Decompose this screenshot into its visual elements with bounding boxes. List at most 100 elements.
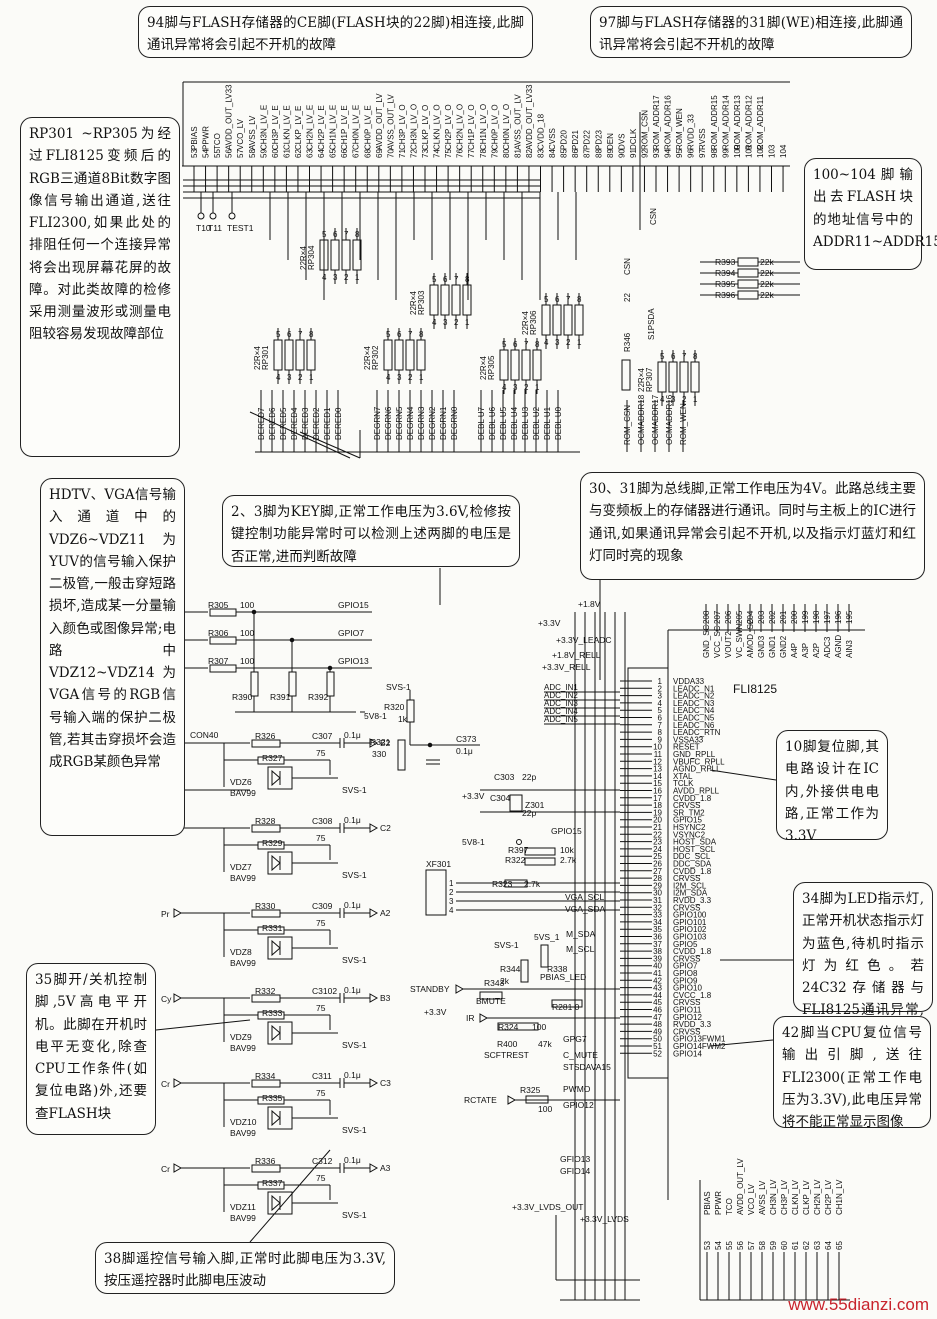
r338-ref: R338 (547, 964, 568, 974)
resistor-pack-element (541, 304, 551, 336)
left-pin-number: 17 (653, 794, 662, 803)
bottom-pin-number: 62 (802, 1241, 811, 1250)
bottom-pin-name: CH2P_LV (824, 1179, 833, 1215)
video-input-label: Cr (161, 1079, 170, 1089)
top-pin-name: CLKN_LV_O (433, 104, 442, 150)
left-pin-name: GPIO103 (673, 933, 707, 942)
diode-symbol (271, 769, 281, 787)
r344 (520, 959, 529, 983)
left-pin-number: 24 (653, 845, 662, 854)
top-pin-name: AVDD_OUT_LV33 (525, 84, 534, 150)
left-pin-name: I2M_SCL (673, 881, 707, 890)
red-bus-label: DERED7 (257, 407, 266, 440)
term-res-ref: R329 (262, 838, 283, 848)
rp-pin: 7 (408, 330, 413, 339)
r281-ref: R281 0 (552, 1002, 580, 1012)
rp-pin: 4 (322, 273, 327, 282)
left-pin-number: 4 (658, 699, 663, 708)
diode-part: BAV99 (230, 958, 256, 968)
top-pin-name: CH2N_LV_O (456, 104, 465, 150)
rtop-pin-number: 199 (801, 610, 810, 624)
gpio15-label: GPIO15 (551, 826, 582, 836)
diode-part: BAV99 (230, 788, 256, 798)
r322-ref: R322 (505, 855, 526, 865)
left-pin-number: 23 (653, 838, 662, 847)
bottom-pin-name: CH2N_LV (813, 1179, 822, 1215)
video-res-ref: R332 (255, 986, 276, 996)
video-cap-value: 0.1μ (344, 1155, 361, 1165)
left-pin-number: 34 (653, 918, 662, 927)
rtop-pin-number: 207 (713, 610, 722, 624)
input-res-value: 100 (240, 600, 254, 610)
rp-pin: 2 (298, 373, 303, 382)
red-bus-label: DERED5 (279, 407, 288, 440)
rp-pin: 6 (333, 230, 338, 239)
top-pin-name: DCLK (629, 128, 638, 150)
lvds-out: +3.3V_LVDS_OUT (512, 1202, 583, 1212)
r400-value: 47k (538, 1039, 552, 1049)
adc-label: ADC_IN2 (544, 691, 578, 700)
left-pin-name: I2M_SDA (673, 889, 708, 898)
bottom-pin-number: 54 (714, 1241, 723, 1250)
video-resistor (251, 1164, 281, 1173)
input-resistor (209, 636, 237, 645)
diode-symbol (271, 1194, 281, 1212)
top-pin-name: CLKP_LV_O (421, 105, 430, 150)
left-pin-name: CVDD_1.8 (673, 947, 712, 956)
top-pin-number: 55 (213, 149, 222, 158)
resistor-pack-element (521, 349, 531, 381)
c-mute-label: C_MUTE (563, 1050, 598, 1060)
input-res-ref: R307 (208, 656, 229, 666)
top-pin-name: AVSS_LV (248, 115, 257, 150)
addr-resistor (737, 290, 759, 300)
blue-bus-label: DEBL U2 (532, 406, 541, 440)
rp-pin: 4 (502, 383, 507, 392)
rp-pin: 1 (577, 338, 582, 347)
video-res-ref: R334 (255, 1071, 276, 1081)
red-bus-label: DERED1 (323, 407, 332, 440)
diode-symbol (271, 1024, 281, 1042)
left-pin-name: AVDD_RPLL (673, 787, 720, 796)
left-pin-name: LEADC_N6 (673, 721, 715, 730)
blue-bus-label: DEBL U0 (554, 406, 563, 440)
left-pin-name: GPIO100 (673, 911, 707, 920)
top-pin-number: 100 (733, 144, 742, 158)
rtop-pin-name: ADC3 (823, 636, 832, 658)
diode-symbol (271, 854, 281, 872)
input-out-net: GPIO7 (338, 628, 364, 638)
left-pin-name: LEADC_RTN (673, 728, 721, 737)
rp-value: 22R×4 (521, 311, 530, 335)
top-pin-name: AVDD_OUT_LV33 (225, 84, 234, 150)
note-leader (709, 769, 777, 781)
left-pin-name: DDC_SDA (673, 860, 712, 869)
top-pin-number: 67 (352, 149, 361, 158)
ir-label: IR (466, 1013, 475, 1023)
svs-label: SVS-1 (342, 1210, 367, 1220)
green-bus-label: DEGRN3 (417, 406, 426, 440)
left-pin-name: RVDD_3.3 (673, 896, 712, 905)
left-pin-number: 33 (653, 911, 662, 920)
input-res-value: 100 (240, 628, 254, 638)
bottom-pin-name: VCO_LV (747, 1183, 756, 1215)
top-pin-number: 83 (537, 149, 546, 158)
left-pin-name: GPIO5 (673, 940, 698, 949)
r322 (524, 857, 556, 866)
r323-value: 2.7k (524, 879, 541, 889)
left-pin-number: 21 (653, 823, 662, 832)
rtop-pin-number: 197 (823, 610, 832, 624)
green-bus-label: DEGRN2 (428, 406, 437, 440)
top-pin-name: ROM_WEN (675, 108, 684, 150)
bottom-pin-name: PPWR (714, 1191, 723, 1215)
m-scl: M_SCL (566, 944, 595, 954)
left-pin-number: 31 (653, 896, 662, 905)
adc-label: ADC_IN1 (544, 683, 578, 692)
supply-3v3: +3.3V (538, 618, 561, 628)
left-pin-name: GPIO15 (673, 816, 702, 825)
top-pin-number: 97 (698, 149, 707, 158)
top-pin-name: PD23 (594, 129, 603, 150)
left-pin-number: 38 (653, 947, 662, 956)
left-pin-name: GPIO11 (673, 1006, 702, 1015)
top-pin-name: PD22 (583, 129, 592, 150)
top-pin-number: 88 (594, 149, 603, 158)
top-pin-name: CH2P_LV_O (444, 104, 453, 150)
